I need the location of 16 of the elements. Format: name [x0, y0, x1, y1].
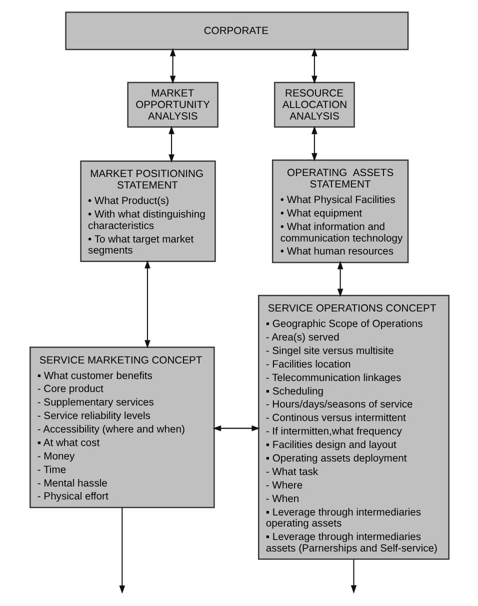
- node-box: SERVICE MARKETING CONCEPT ▪ What customer benefits - Core product - Supplementary services - Service reliability levels - Accessibility (where and when) ▪ At what cost - Money - Time - Mental hassle - Physical effort: [29, 346, 214, 508]
- arrow: [311, 48, 317, 84]
- node-box: OPERATING ASSETS STATEMENT • What Physical Facilities • What equipment • What information and communication technology • What human resources: [271, 159, 408, 264]
- arrow: [212, 425, 260, 432]
- arrow: [336, 260, 343, 298]
- arrow: [118, 508, 125, 594]
- node-box: SERVICE OPERATIONS CONCEPT ▪ Geographic Scope of Operations - Area(s) served - Singel site versus multisite - Facilities location - Telecommunication linkages ▪ Scheduling - Hours/days/seasons of service - Continous versus intermittent - If intermitten,what frequency ▪ Facilities design and layout ▪ Operating assets deployment - What task - Where - When ▪ Leverage through intermediaries operating assets ▪ Leverage through intermediaries assets (Parnerships and Self-service): [258, 294, 449, 560]
- node-box: MARKET OPPORTUNITY ANALYSIS: [126, 82, 218, 128]
- node-box: RESOURCE ALLOCATION ANALYSIS: [274, 82, 354, 128]
- arrow: [169, 48, 176, 84]
- arrow: [144, 260, 150, 348]
- node-box: MARKET POSITIONING STATEMENT • What Product(s) • With what distinguishing characteristics • To what target market segments: [80, 160, 216, 262]
- node-box: CORPORATE: [64, 12, 408, 50]
- arrow: [168, 126, 174, 163]
- arrow: [350, 560, 356, 594]
- arrow: [311, 126, 317, 162]
